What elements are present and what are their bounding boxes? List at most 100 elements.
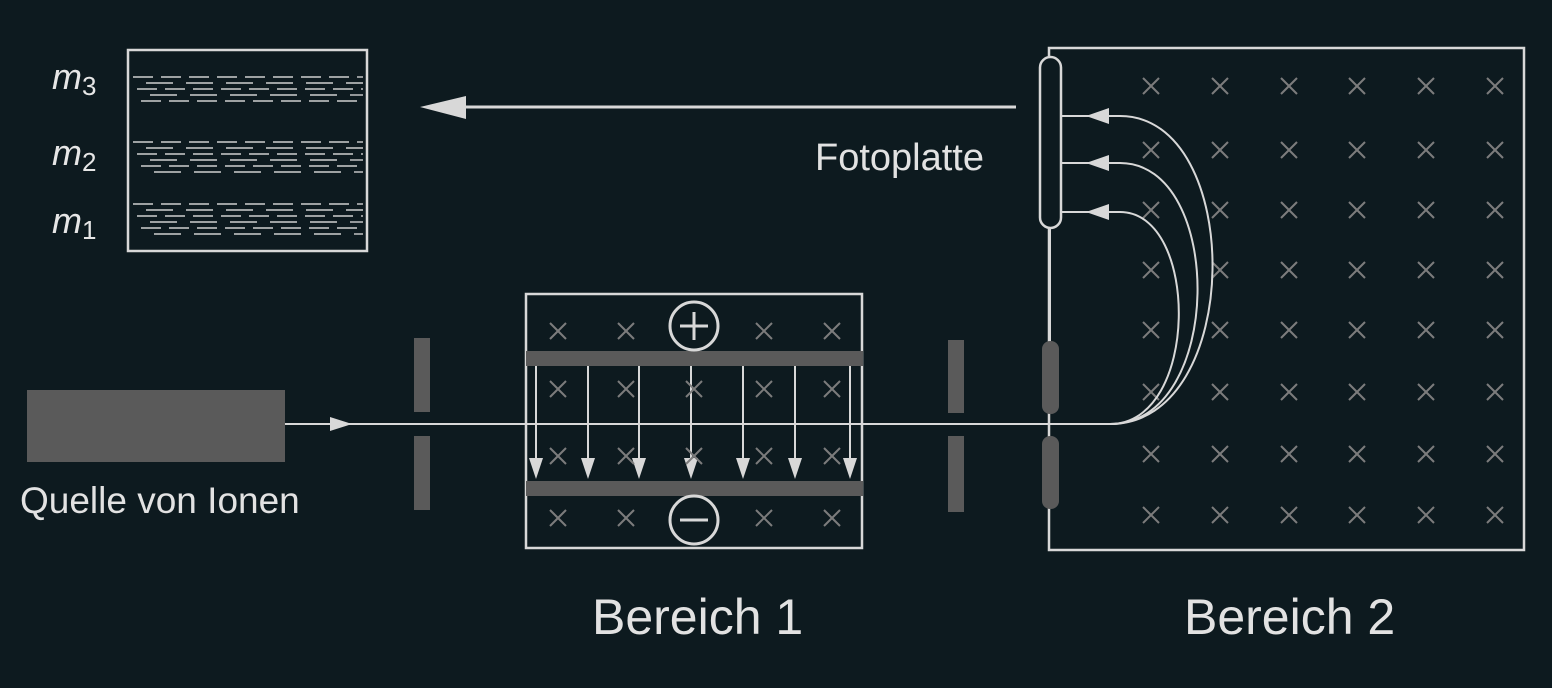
- field-arrowhead: [632, 458, 646, 479]
- region-1-label: Bereich 1: [592, 589, 804, 645]
- field-cross-icon: [1348, 77, 1366, 95]
- cross-stroke: [1142, 321, 1160, 339]
- cross-stroke: [1348, 141, 1366, 159]
- cross-stroke: [1211, 201, 1229, 219]
- cross-stroke: [1142, 77, 1160, 95]
- cross-stroke: [1486, 321, 1504, 339]
- field-cross-icon: [1348, 261, 1366, 279]
- cross-stroke: [1348, 506, 1366, 524]
- mass-label-m1: m1: [52, 200, 97, 245]
- field-cross-icon: [823, 447, 841, 465]
- field-cross-icon: [1280, 141, 1298, 159]
- entry-slit-lower: [1042, 436, 1059, 509]
- field-cross-icon: [755, 447, 773, 465]
- field-cross-icon: [1211, 321, 1229, 339]
- ion-source-block: [27, 390, 285, 462]
- cross-stroke: [685, 380, 703, 398]
- field-cross-icon: [549, 380, 567, 398]
- cross-stroke: [1280, 261, 1298, 279]
- cross-stroke: [1348, 445, 1366, 463]
- field-cross-icon: [1280, 321, 1298, 339]
- cross-stroke: [755, 322, 773, 340]
- field-cross-icon: [617, 447, 635, 465]
- cross-stroke: [823, 322, 841, 340]
- slit-1-lower: [414, 436, 430, 510]
- region-2-label: Bereich 2: [1184, 589, 1396, 645]
- cross-stroke: [1417, 445, 1435, 463]
- field-cross-icon: [1280, 77, 1298, 95]
- field-cross-icon: [1211, 445, 1229, 463]
- cross-stroke: [1142, 261, 1160, 279]
- cross-stroke: [1280, 445, 1298, 463]
- field-cross-icon: [685, 380, 703, 398]
- field-cross-icon: [1280, 201, 1298, 219]
- field-cross-icon: [1417, 261, 1435, 279]
- cross-stroke: [1486, 383, 1504, 401]
- field-cross-icon: [1486, 445, 1504, 463]
- field-cross-icon: [1142, 77, 1160, 95]
- field-cross-icon: [1280, 445, 1298, 463]
- region-1-magnetic-field: [549, 322, 841, 527]
- field-cross-icon: [1348, 141, 1366, 159]
- cross-stroke: [1486, 201, 1504, 219]
- trajectory-m2: [1061, 162, 1199, 425]
- cross-stroke: [1142, 383, 1160, 401]
- cross-stroke: [1417, 321, 1435, 339]
- field-arrowhead: [736, 458, 750, 479]
- result-arrow-head: [420, 96, 466, 119]
- cross-stroke: [1211, 383, 1229, 401]
- cross-stroke: [1348, 321, 1366, 339]
- field-cross-icon: [1348, 321, 1366, 339]
- cross-stroke: [617, 380, 635, 398]
- field-cross-icon: [549, 509, 567, 527]
- spectrum-box: [126, 48, 369, 253]
- field-cross-icon: [549, 322, 567, 340]
- cross-stroke: [1348, 261, 1366, 279]
- photo-plate-label: Fotoplatte: [815, 137, 984, 179]
- positive-plate: [526, 351, 863, 366]
- field-cross-icon: [1142, 141, 1160, 159]
- field-cross-icon: [1486, 77, 1504, 95]
- spectrum-lines: [133, 76, 363, 235]
- trajectory-m1: [1061, 211, 1180, 425]
- field-cross-icon: [617, 380, 635, 398]
- field-cross-icon: [1486, 141, 1504, 159]
- field-cross-icon: [617, 509, 635, 527]
- field-cross-icon: [1417, 201, 1435, 219]
- cross-stroke: [1486, 77, 1504, 95]
- trajectory-m3: [1061, 115, 1214, 425]
- photo-plate: [1038, 55, 1063, 230]
- entry-slit-upper: [1042, 341, 1059, 414]
- cross-stroke: [1280, 77, 1298, 95]
- field-cross-icon: [1142, 321, 1160, 339]
- field-cross-icon: [1486, 321, 1504, 339]
- field-cross-icon: [1417, 506, 1435, 524]
- cross-stroke: [1417, 261, 1435, 279]
- cross-stroke: [1486, 506, 1504, 524]
- cross-stroke: [1417, 201, 1435, 219]
- region-1-box: [524, 292, 864, 550]
- slit-2-upper: [948, 340, 964, 413]
- field-cross-icon: [1417, 321, 1435, 339]
- cross-stroke: [617, 322, 635, 340]
- trajectory-m1-arrowhead: [1086, 204, 1109, 220]
- field-cross-icon: [549, 447, 567, 465]
- cross-stroke: [1486, 261, 1504, 279]
- cross-stroke: [1417, 506, 1435, 524]
- region-2-box: [1047, 46, 1526, 552]
- field-cross-icon: [1211, 201, 1229, 219]
- cross-stroke: [1211, 445, 1229, 463]
- field-cross-icon: [685, 447, 703, 465]
- source-label: Quelle von Ionen: [20, 480, 300, 521]
- field-cross-icon: [1348, 445, 1366, 463]
- field-cross-icon: [823, 509, 841, 527]
- field-cross-icon: [1211, 261, 1229, 279]
- field-arrowhead: [529, 458, 543, 479]
- field-cross-icon: [1348, 383, 1366, 401]
- mass-label-m3: m3: [52, 56, 97, 101]
- field-cross-icon: [1486, 261, 1504, 279]
- cross-stroke: [1142, 506, 1160, 524]
- cross-stroke: [549, 380, 567, 398]
